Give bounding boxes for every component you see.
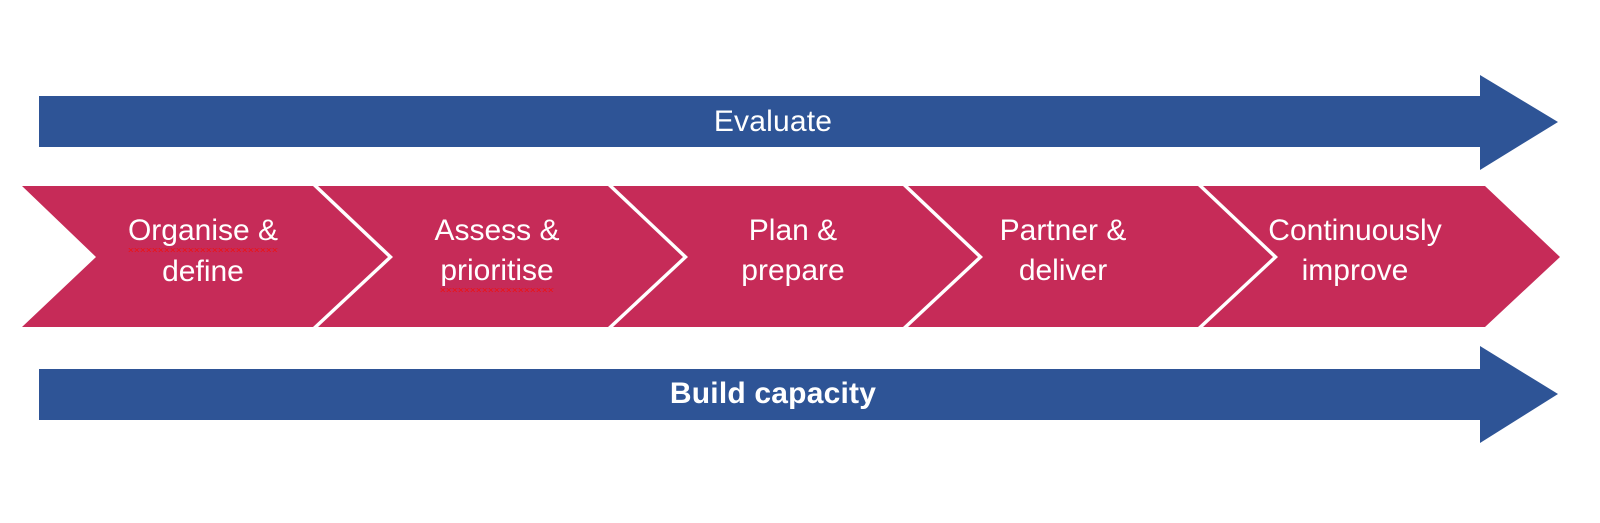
step-label-3-line2: prepare [741, 254, 845, 287]
step-label-4-line1: Partner & [999, 214, 1127, 247]
spellcheck-underline-organise: Organise & [127, 211, 279, 252]
step-label-5-line2: improve [1301, 254, 1409, 287]
step-label-3: Plan & prepare [668, 211, 918, 291]
chevron-shape-3 [613, 186, 978, 327]
step-label-2: Assess & prioritise [372, 211, 622, 292]
step-label-4: Partner & deliver [938, 211, 1188, 291]
step-label-5-line1: Continuously [1268, 214, 1442, 247]
top-arrow-label: Evaluate [713, 105, 833, 138]
spellcheck-underline-prioritise: prioritise [440, 251, 554, 292]
chevron-shape-4 [908, 186, 1273, 327]
chevron-shape-1 [22, 186, 388, 327]
step-label-2-line1: Assess & [434, 214, 560, 247]
step-label-5: Continuously improve [1230, 211, 1480, 291]
step-label-2-line2: prioritise [372, 251, 622, 292]
step-label-1-line2: define [162, 255, 244, 288]
step-label-1: Organise & define [78, 211, 328, 292]
step-label-4-line2: deliver [1018, 254, 1108, 287]
chevron-shape-5 [1203, 186, 1560, 327]
bottom-arrow-label: Build capacity [669, 377, 877, 410]
top-arrow-shape [39, 75, 1558, 170]
step-label-3-line1: Plan & [748, 214, 838, 247]
bottom-arrow-shape [39, 346, 1558, 443]
step-label-1-line1: Organise & [78, 211, 328, 252]
